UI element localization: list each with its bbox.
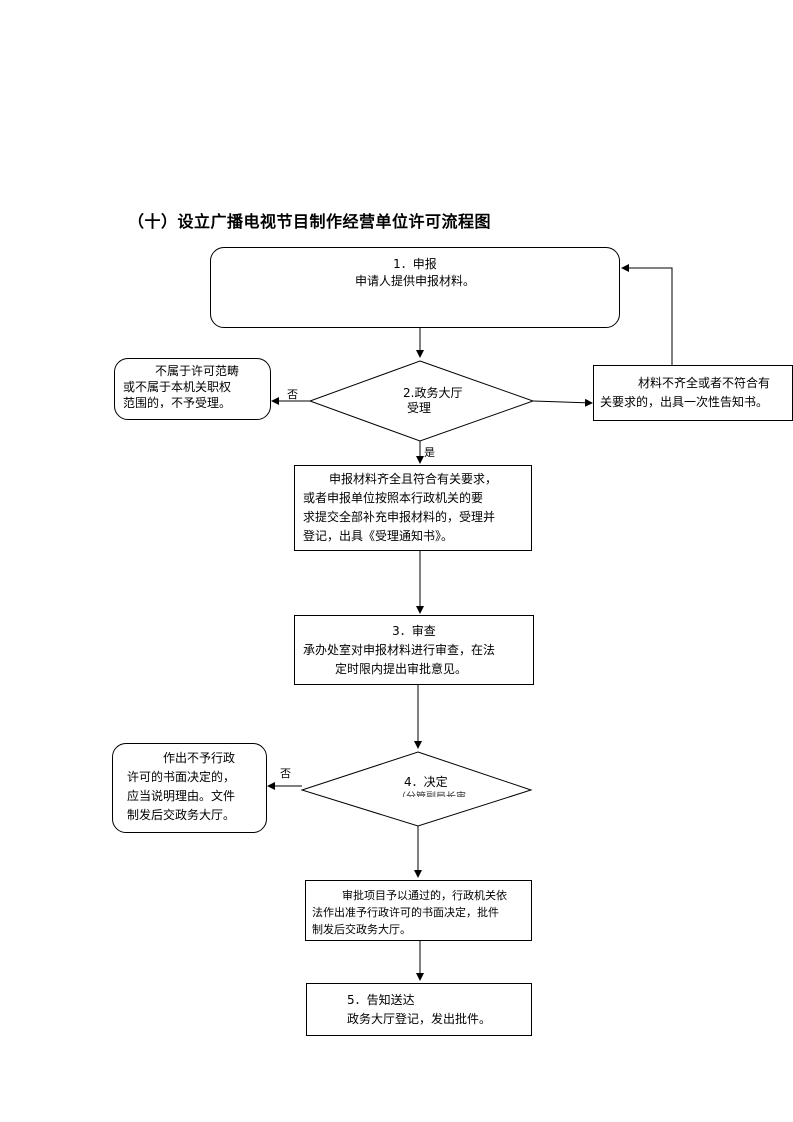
step1-heading: 1．申报 [393,257,437,271]
approved-line: 审批项目予以通过的，行政机关依 [342,889,507,902]
step5-notify-box: 5．告知送达 政务大厅登记，发出批件。 [306,983,532,1036]
label-yes-step2: 是 [424,446,435,459]
approved-line: 制发后交政务大厅。 [312,923,411,936]
decision-diamond-step4 [300,751,533,827]
not-in-scope-line: 或不属于本机关职权 [123,380,232,394]
not-in-scope-line: 范围的，不予受理。 [123,396,232,408]
accepted-line: 申报材料齐全且符合有关要求， [329,472,498,486]
incomplete-box: 材料不齐全或者不符合有 关要求的，出具一次性告知书。 [593,365,793,421]
approved-line: 法作出准予行政许可的书面决定，批件 [312,906,499,919]
rejected-box: 作出不予行政 许可的书面决定的， 应当说明理由。文件 制发后交政务大厅。 [112,743,267,833]
not-in-scope-box: 不属于许可范畴 或不属于本机关职权 范围的，不予受理。 [114,358,271,420]
decision-diamond-step2 [308,360,535,442]
not-in-scope-line: 不属于许可范畴 [155,364,240,378]
step2-line1: 2.政务大厅 [403,386,463,400]
label-no-step4: 否 [280,767,291,780]
arrow-incomplete-to-step1 [621,264,673,365]
approved-box: 审批项目予以通过的，行政机关依 法作出准予行政许可的书面决定，批件 制发后交政务… [305,880,532,941]
arrow-step2-to-incomplete [532,398,593,407]
step2-text: 2.政务大厅 受理 [403,386,462,416]
accepted-line: 或者申报单位按照本行政机关的要 [303,491,484,505]
step5-text: 政务大厅登记，发出批件。 [347,1012,492,1026]
step3-line: 承办处室对申报材料进行审查，在法 [303,643,496,657]
incomplete-line: 关要求的，出具一次性告知书。 [600,395,769,409]
step1-submit-box: 1．申报 申请人提供申报材料。 [210,247,620,328]
step4-text: 4．决定 （分管副局长审 [396,775,466,797]
incomplete-line: 材料不齐全或者不符合有 [638,376,771,390]
accepted-line: 求提交全部补充申报材料的，受理并 [303,510,496,524]
step4-line1: 4．决定 [404,775,448,789]
step1-text: 申请人提供申报材料。 [354,274,475,288]
step3-review-box: 3．审查 承办处室对申报材料进行审查，在法 定时限内提出审批意见。 [294,615,534,685]
label-no-step2: 否 [287,388,298,401]
rejected-line: 应当说明理由。文件 [127,789,236,803]
rejected-line: 作出不予行政 [163,751,236,765]
rejected-line: 制发后交政务大厅。 [127,808,236,822]
step3-heading: 3．审查 [392,624,436,638]
step3-line: 定时限内提出审批意见。 [335,662,468,676]
accepted-line: 登记，出具《受理通知书》。 [303,529,454,543]
step4-line2: （分管副局长审 [396,790,466,797]
step5-heading: 5．告知送达 [347,993,415,1007]
step2-line2: 受理 [407,401,432,415]
page-title: （十）设立广播电视节目制作经营单位许可流程图 [128,212,492,231]
rejected-line: 许可的书面决定的， [127,770,236,784]
accepted-box: 申报材料齐全且符合有关要求， 或者申报单位按照本行政机关的要 求提交全部补充申报… [294,465,532,551]
